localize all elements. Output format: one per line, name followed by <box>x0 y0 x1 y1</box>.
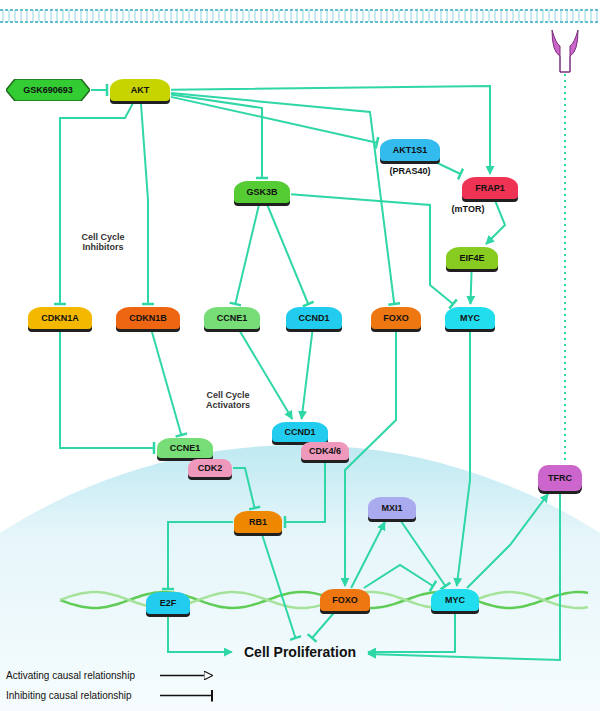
drug-hexagon: GSK690693 <box>6 79 90 101</box>
activating-arrow <box>368 612 455 652</box>
protein-label: GSK3B <box>246 188 277 197</box>
protein-box: RB1 <box>234 511 282 533</box>
protein-label: Cell Proliferation <box>244 645 356 659</box>
protein-label: GSK690693 <box>23 86 73 95</box>
dotted-link <box>564 74 566 462</box>
protein-box: AKT1S1(PRAS40) <box>380 139 440 161</box>
activating-arrow <box>368 492 560 660</box>
protein-box: CCNE1 <box>204 307 260 329</box>
legend-text: Activating causal relationship <box>6 670 135 681</box>
protein-label: AKT1S1 <box>393 146 428 155</box>
inhibiting-arrow <box>285 461 325 522</box>
protein-label: MXI1 <box>381 504 402 513</box>
protein-label: CDK4/6 <box>309 447 341 456</box>
inhibiting-arrow <box>267 204 308 304</box>
inhibiting-arrow <box>312 612 335 638</box>
inhibiting-arrow <box>262 534 296 638</box>
membrane-lipids <box>0 10 600 22</box>
protein-label: CDK2 <box>198 464 223 473</box>
inhibiting-arrow <box>168 522 233 589</box>
activating-arrow <box>171 86 490 174</box>
protein-box: CCND1 <box>286 307 342 329</box>
protein-box: FOXO <box>320 589 370 611</box>
protein-label: MYC <box>460 314 480 323</box>
protein-box: CDKN1A <box>28 307 92 329</box>
protein-box: E2F <box>146 592 190 614</box>
protein-box: CDK2 <box>188 459 232 477</box>
protein-label: CCND1 <box>284 428 315 437</box>
protein-box: GSK3B <box>234 181 290 203</box>
activating-arrow <box>470 270 471 304</box>
group-label: Cell Cycle Activators <box>195 390 261 411</box>
hexagon-shape <box>6 79 90 101</box>
nucleus <box>0 445 600 711</box>
protein-label: FOXO <box>383 314 409 323</box>
inhibiting-arrow <box>233 468 255 508</box>
activating-arrow <box>486 200 505 244</box>
protein-label: MYC <box>445 596 465 605</box>
protein-box: CCNE1 <box>157 438 213 458</box>
group-label: Cell Cycle Inhibitors <box>68 232 138 253</box>
legend-text: Inhibiting causal relationship <box>6 690 132 701</box>
activating-arrow <box>168 615 232 652</box>
protein-label: TFRC <box>548 474 572 483</box>
protein-box: AKT <box>110 79 170 101</box>
protein-label: AKT <box>131 86 150 95</box>
protein-label: RB1 <box>249 518 267 527</box>
protein-label: CCNE1 <box>170 444 201 453</box>
inhibiting-arrow <box>60 330 154 448</box>
protein-label: FRAP1 <box>475 184 505 193</box>
protein-box: TFRC <box>538 465 582 491</box>
outcome-node: Cell Proliferation <box>235 641 365 663</box>
inhibiting-arrow <box>400 520 445 586</box>
protein-box: MYC <box>445 307 495 329</box>
membrane-line <box>0 21 600 23</box>
alias-label: (PRAS40) <box>389 167 430 176</box>
activating-arrow <box>302 330 313 419</box>
membrane-line <box>0 9 600 11</box>
inhibiting-arrow <box>60 102 134 304</box>
inhibiting-arrow <box>235 204 259 304</box>
protein-box: CDK4/6 <box>301 442 349 460</box>
protein-label: EIF4E <box>459 254 484 263</box>
inhibiting-arrow <box>91 89 107 91</box>
activating-arrow <box>345 330 396 586</box>
protein-label: CDKN1B <box>129 314 167 323</box>
protein-label: CDKN1A <box>41 314 79 323</box>
protein-label: FOXO <box>332 596 358 605</box>
inhibiting-arrow <box>151 330 181 435</box>
inhibiting-arrow <box>171 97 377 143</box>
alias-label: (mTOR) <box>452 205 485 214</box>
protein-label: E2F <box>160 599 177 608</box>
legend-sample <box>160 675 212 677</box>
inhibiting-arrow <box>171 93 394 304</box>
activating-arrow <box>467 494 548 588</box>
protein-label: CCNE1 <box>217 314 248 323</box>
protein-box: FRAP1(mTOR) <box>462 177 518 199</box>
protein-label: CCND1 <box>298 314 329 323</box>
inhibiting-arrow <box>364 565 433 588</box>
legend-sample <box>160 695 212 697</box>
protein-box: EIF4E <box>446 247 498 269</box>
protein-box: FOXO <box>371 307 421 329</box>
protein-box: MXI1 <box>368 497 416 519</box>
receptor-symbol <box>552 30 578 72</box>
inhibiting-arrow <box>291 194 453 304</box>
inhibiting-arrow <box>141 102 148 304</box>
inhibiting-arrow <box>435 162 460 174</box>
protein-box: CDKN1B <box>116 307 180 329</box>
protein-box: CCND1 <box>272 422 328 442</box>
protein-box: MYC <box>431 589 479 611</box>
activating-arrow <box>457 330 470 586</box>
